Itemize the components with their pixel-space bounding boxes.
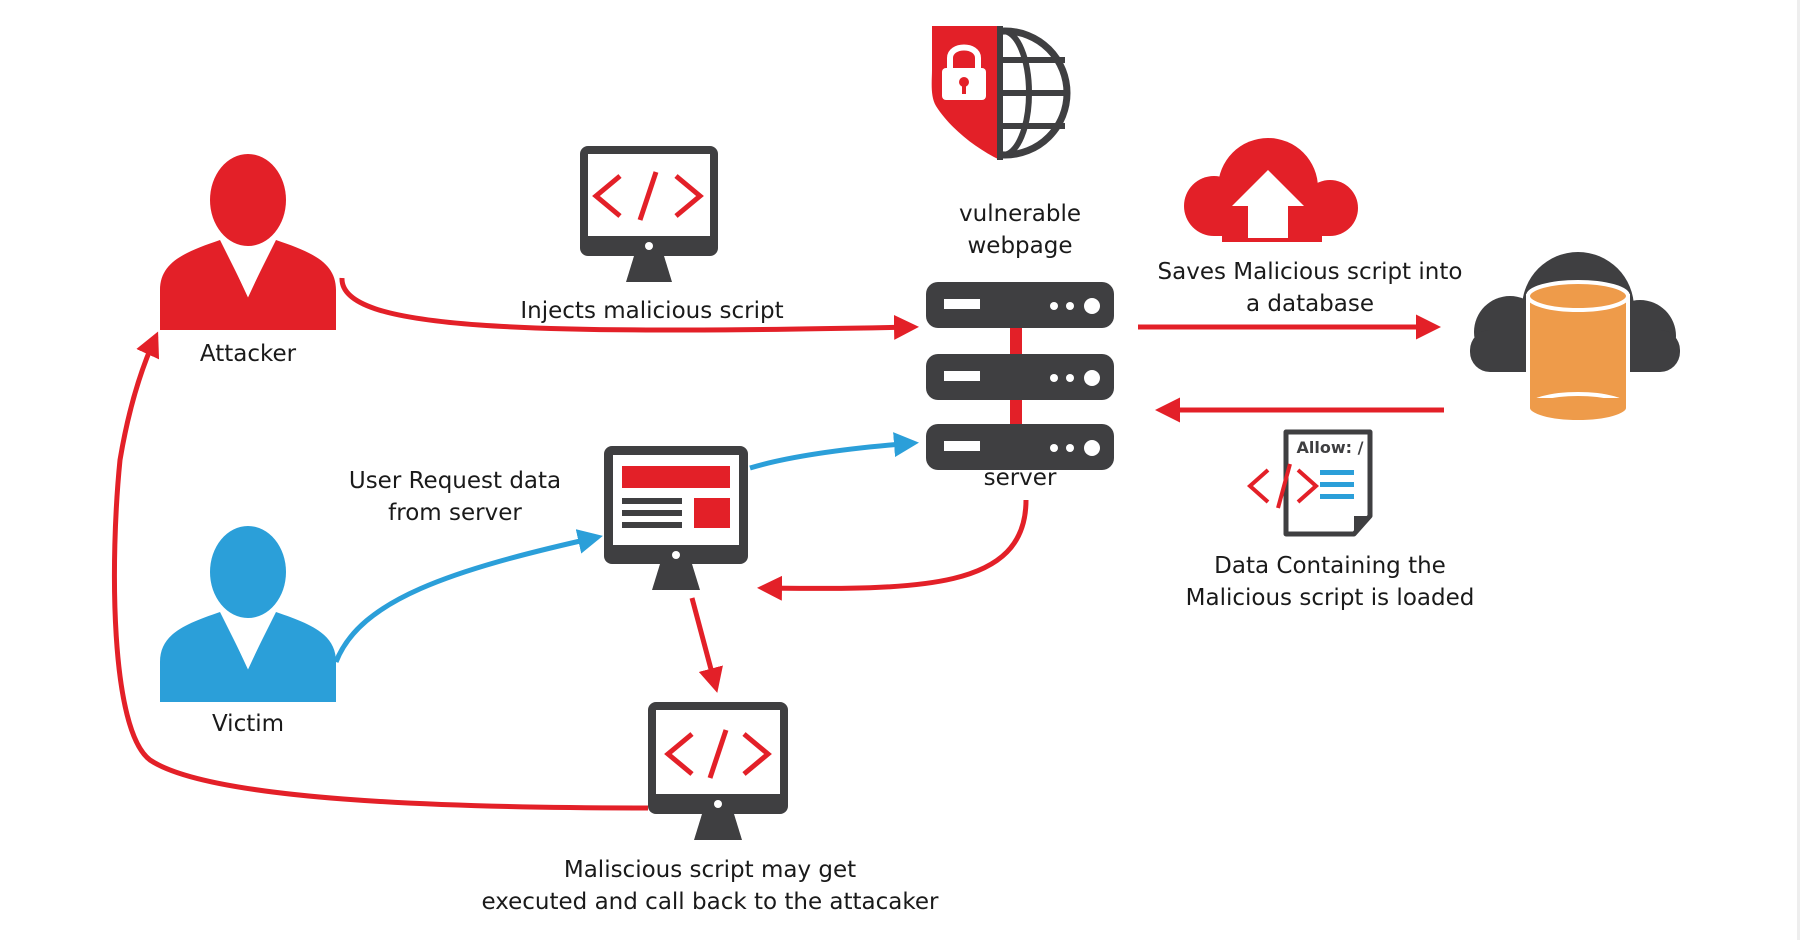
save-line1: Saves Malicious script into bbox=[1157, 259, 1463, 285]
right-border bbox=[1797, 0, 1800, 940]
victim-person-icon bbox=[160, 526, 336, 702]
browser-monitor-icon bbox=[604, 446, 748, 590]
execute-arrow bbox=[689, 597, 723, 693]
callback-arrow bbox=[111, 331, 649, 811]
execute-line1: Maliscious script may get bbox=[563, 857, 857, 883]
execute-label: Maliscious script may get executed and c… bbox=[460, 854, 960, 918]
code-monitor-icon bbox=[580, 146, 718, 282]
inject-arrow bbox=[339, 277, 919, 340]
inject-label: Injects malicious script bbox=[520, 298, 784, 324]
server-title-line2: webpage bbox=[967, 233, 1073, 259]
server-title-label: vulnerable webpage bbox=[920, 198, 1120, 262]
code-document-icon bbox=[1246, 429, 1373, 537]
request-line1: User Request data bbox=[348, 468, 562, 494]
shield-lock-globe-icon bbox=[931, 26, 1071, 160]
request-server-arrow bbox=[749, 432, 919, 471]
server-label: server bbox=[983, 465, 1057, 491]
cloud-database-icon bbox=[1470, 252, 1680, 424]
document-tag-label: Allow: / bbox=[1296, 438, 1364, 457]
loaded-line1: Data Containing the bbox=[1214, 553, 1446, 579]
save-line2: a database bbox=[1245, 291, 1375, 317]
execute-line2: executed and call back to the attacaker bbox=[481, 889, 939, 915]
request-arrow bbox=[333, 529, 603, 663]
response-arrow bbox=[757, 499, 1029, 601]
server-title-line1: vulnerable bbox=[959, 201, 1081, 227]
request-label: User Request data from server bbox=[330, 465, 580, 529]
code-monitor-icon bbox=[648, 702, 788, 840]
attacker-person-icon bbox=[160, 154, 336, 330]
attacker-label: Attacker bbox=[199, 341, 297, 367]
victim-label: Victim bbox=[211, 711, 285, 737]
save-label: Saves Malicious script into a database bbox=[1140, 256, 1480, 320]
loaded-line2: Malicious script is loaded bbox=[1185, 585, 1475, 611]
request-line2: from server bbox=[388, 500, 522, 526]
cloud-upload-icon bbox=[1184, 138, 1358, 242]
server-rack-icon bbox=[926, 282, 1114, 470]
loaded-label: Data Containing the Malicious script is … bbox=[1170, 550, 1490, 614]
